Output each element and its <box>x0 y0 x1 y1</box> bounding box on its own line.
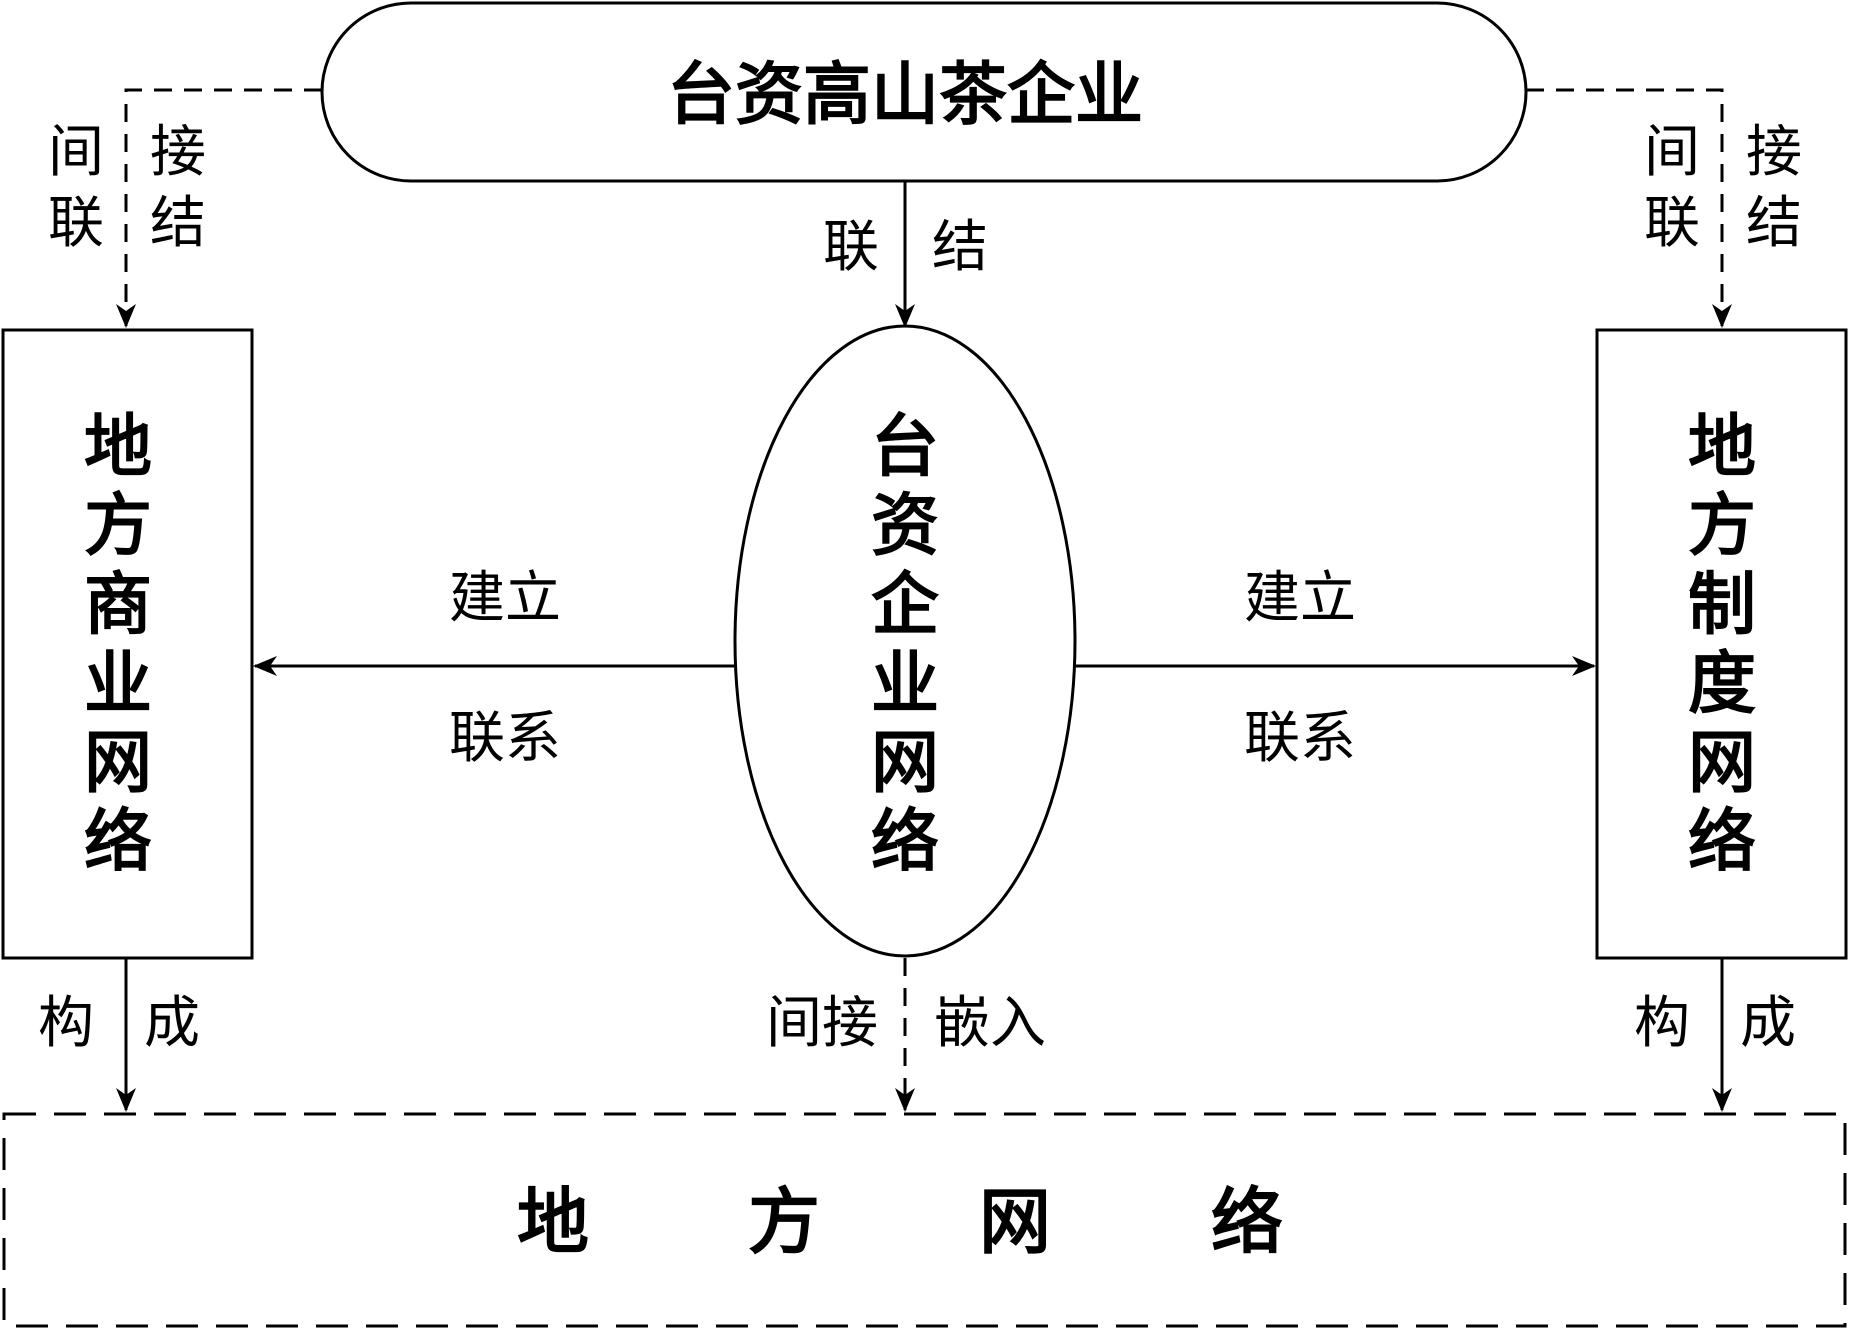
svg-text:间: 间 <box>1644 120 1700 185</box>
edge-top-right-label: 间 联 接 结 <box>1644 120 1802 256</box>
center-node-label: 台 资 企 业 网 络 <box>871 408 940 882</box>
svg-text:成: 成 <box>1740 991 1796 1056</box>
edge-top-left-label: 间 联 接 结 <box>48 120 206 256</box>
svg-text:联系: 联系 <box>1244 706 1356 771</box>
svg-text:成: 成 <box>144 991 200 1056</box>
svg-text:络: 络 <box>1211 1180 1283 1264</box>
svg-text:方: 方 <box>748 1180 820 1264</box>
svg-text:资: 资 <box>871 487 939 566</box>
left-node-label: 地 方 商 业 网 络 <box>84 408 152 882</box>
svg-text:结: 结 <box>1746 191 1802 256</box>
edge-left-bottom-label: 构 成 <box>38 991 200 1056</box>
svg-text:间: 间 <box>48 120 104 185</box>
svg-text:网: 网 <box>1688 724 1756 803</box>
svg-text:络: 络 <box>84 803 152 882</box>
edge-top-to-left <box>116 88 322 328</box>
svg-text:联: 联 <box>48 191 104 256</box>
svg-text:建立: 建立 <box>1244 566 1356 631</box>
edge-right-bottom-label: 构 成 <box>1634 991 1796 1056</box>
svg-text:制: 制 <box>1688 566 1756 645</box>
bottom-node-label: 地 方 网 络 <box>517 1180 1283 1264</box>
svg-text:地: 地 <box>1688 408 1756 487</box>
svg-text:业: 业 <box>871 645 939 724</box>
edge-center-bottom-label: 间接 嵌入 <box>766 991 1046 1056</box>
top-node-label: 台资高山茶企业 <box>667 56 1143 135</box>
edge-top-to-right <box>1526 88 1732 328</box>
edge-top-center-label: 联 结 <box>823 215 988 280</box>
svg-text:联系: 联系 <box>449 706 561 771</box>
svg-text:台: 台 <box>871 408 939 487</box>
bottom-node-shape <box>2 1112 1847 1328</box>
top-node-shape <box>320 1 1528 183</box>
svg-text:方: 方 <box>84 487 152 566</box>
svg-text:建立: 建立 <box>449 566 561 631</box>
right-node-label: 地 方 制 度 网 络 <box>1688 408 1756 882</box>
svg-text:网: 网 <box>979 1180 1051 1264</box>
svg-text:络: 络 <box>1688 803 1756 882</box>
svg-text:构: 构 <box>1634 991 1690 1056</box>
edge-center-left-label: 建立 联系 <box>449 566 561 771</box>
svg-text:地: 地 <box>517 1180 589 1264</box>
svg-text:地: 地 <box>84 408 152 487</box>
svg-text:网: 网 <box>871 724 939 803</box>
svg-text:构: 构 <box>38 991 94 1056</box>
svg-text:业: 业 <box>84 645 152 724</box>
svg-text:结: 结 <box>150 191 206 256</box>
edge-center-right-label: 建立 联系 <box>1244 566 1356 771</box>
svg-text:联: 联 <box>1644 191 1700 256</box>
svg-text:联: 联 <box>823 215 879 280</box>
svg-text:商: 商 <box>84 566 152 645</box>
svg-text:络: 络 <box>871 803 939 882</box>
svg-text:方: 方 <box>1688 487 1756 566</box>
svg-text:企: 企 <box>871 566 940 645</box>
svg-text:接: 接 <box>1746 120 1802 185</box>
svg-text:嵌入: 嵌入 <box>934 991 1046 1056</box>
svg-text:结: 结 <box>932 215 988 280</box>
svg-text:间接: 间接 <box>766 991 878 1056</box>
svg-text:网: 网 <box>84 724 152 803</box>
svg-text:度: 度 <box>1688 645 1756 724</box>
svg-text:接: 接 <box>150 120 206 185</box>
